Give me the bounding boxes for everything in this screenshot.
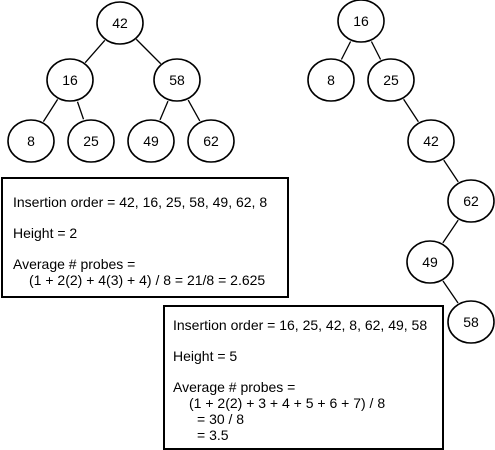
right-tree-node-8: 8 — [307, 58, 355, 102]
left-tree-node-circle — [127, 119, 175, 163]
right-tree-edge-25-42 — [403, 98, 419, 123]
left-tree-node-label: 25 — [83, 133, 99, 149]
right-height: Height = 5 — [173, 348, 238, 364]
right-tree-node-label: 49 — [422, 254, 438, 270]
left-tree-node-circle — [187, 119, 235, 163]
left-tree-nodes: 42 16 58 8 25 49 62 — [7, 1, 235, 163]
right-tree-node-circle — [447, 179, 495, 223]
right-tree-node-25: 25 — [367, 58, 415, 102]
right-tree-edge-16-25 — [370, 41, 382, 60]
left-tree-summary-box: Insertion order = 42, 16, 25, 58, 49, 62… — [1, 177, 289, 298]
right-average-probes-calc: (1 + 2(2) + 3 + 4 + 5 + 6 + 7) / 8 — [189, 395, 386, 411]
right-tree-node-label: 8 — [327, 72, 335, 88]
left-tree-edge-16-25 — [76, 101, 85, 120]
right-tree-node-49: 49 — [406, 240, 454, 284]
right-tree-edge-42-62 — [443, 159, 459, 183]
left-tree-node-label: 62 — [203, 133, 219, 149]
left-average-probes-calc: (1 + 2(2) + 4(3) + 4) / 8 = 21/8 = 2.625 — [29, 272, 266, 288]
right-tree-node-label: 58 — [463, 314, 479, 330]
right-tree-node-circle — [406, 240, 454, 284]
right-tree-node-circle — [307, 58, 355, 102]
right-tree-node-62: 62 — [447, 179, 495, 223]
right-tree-node-label: 42 — [423, 133, 439, 149]
right-tree-node-circle — [337, 0, 385, 43]
left-tree-node-label: 42 — [112, 15, 128, 31]
right-tree-node-58: 58 — [447, 300, 495, 344]
left-tree-node-label: 8 — [27, 133, 35, 149]
left-tree-node-circle — [7, 119, 55, 163]
left-tree-edge-42-58 — [135, 38, 162, 65]
right-tree-node-16: 16 — [337, 0, 385, 43]
left-tree-node-circle — [96, 1, 144, 45]
right-tree-edge-49-58 — [442, 280, 459, 304]
right-tree-node-label: 16 — [353, 13, 369, 29]
right-average-probes-label: Average # probes = — [173, 379, 296, 395]
left-tree-node-circle — [67, 119, 115, 163]
left-tree-edge-16-8 — [42, 99, 59, 122]
left-tree-node-58: 58 — [153, 58, 201, 102]
right-tree-node-circle — [407, 119, 455, 163]
right-average-probes-step1: = 30 / 8 — [197, 411, 245, 427]
right-tree-node-circle — [447, 300, 495, 344]
left-tree-node-8: 8 — [7, 119, 55, 163]
left-tree-edge-58-62 — [187, 99, 201, 122]
right-insertion-order: Insertion order = 16, 25, 42, 8, 62, 49,… — [173, 317, 428, 333]
left-tree-node-49: 49 — [127, 119, 175, 163]
left-tree-node-42: 42 — [96, 1, 144, 45]
left-tree-edge-58-49 — [159, 100, 169, 121]
right-average-probes-result: = 3.5 — [197, 427, 229, 443]
right-tree-node-label: 62 — [463, 193, 479, 209]
right-tree-edge-62-49 — [442, 219, 459, 244]
right-tree-edges — [340, 41, 459, 304]
left-tree-edges — [42, 38, 201, 122]
right-tree-node-42: 42 — [407, 119, 455, 163]
left-tree-node-16: 16 — [46, 58, 94, 102]
left-tree-node-label: 16 — [62, 72, 78, 88]
left-tree-node-circle — [153, 58, 201, 102]
right-tree-summary-box: Insertion order = 16, 25, 42, 8, 62, 49,… — [163, 305, 444, 450]
right-tree-node-circle — [367, 58, 415, 102]
left-tree-node-62: 62 — [187, 119, 235, 163]
right-tree-node-label: 25 — [383, 72, 399, 88]
left-tree-node-25: 25 — [67, 119, 115, 163]
left-insertion-order: Insertion order = 42, 16, 25, 58, 49, 62… — [13, 194, 268, 210]
left-tree-edge-42-16 — [84, 39, 106, 64]
left-tree-node-label: 58 — [169, 72, 185, 88]
right-tree-nodes: 16 8 25 42 62 49 58 — [307, 0, 495, 344]
right-tree-edge-16-8 — [340, 41, 352, 60]
left-tree-node-circle — [46, 58, 94, 102]
left-height: Height = 2 — [13, 225, 78, 241]
left-average-probes-label: Average # probes = — [13, 256, 136, 272]
left-tree-node-label: 49 — [143, 133, 159, 149]
